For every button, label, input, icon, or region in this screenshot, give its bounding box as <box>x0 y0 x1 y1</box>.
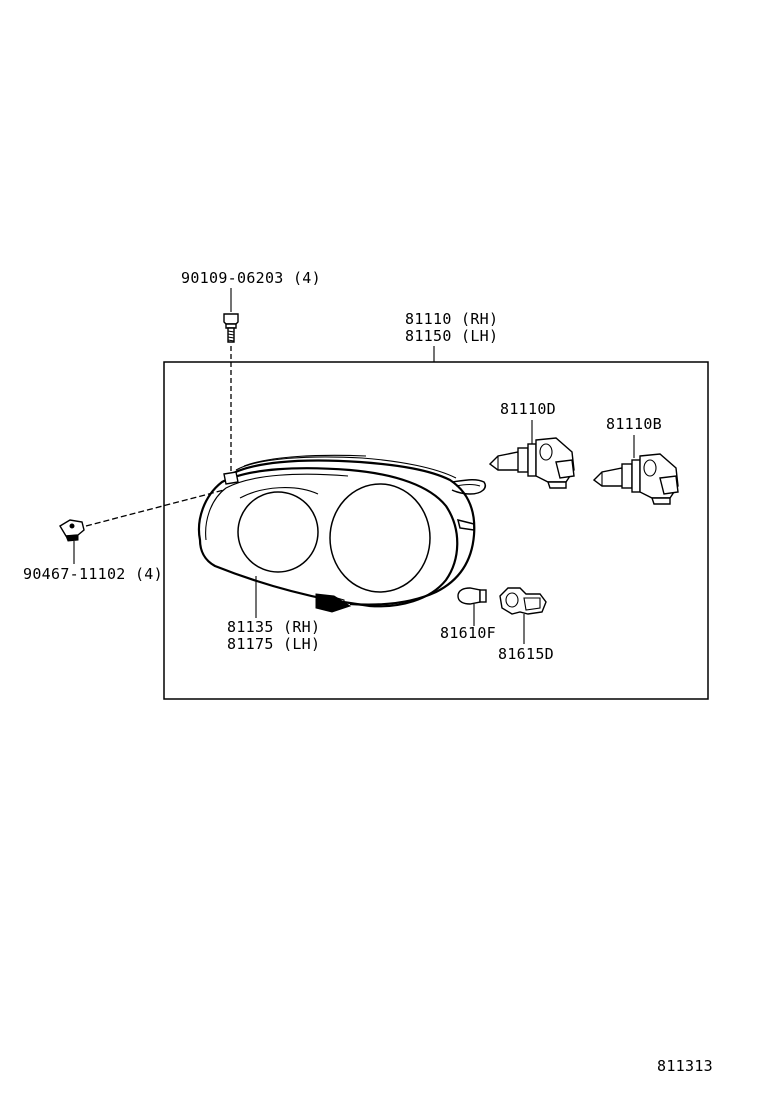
bulb-d-part <box>488 420 575 489</box>
socket-part <box>499 587 547 644</box>
nut-part <box>59 489 225 564</box>
small-bulb-label: 81610F <box>440 624 496 642</box>
assembly-frame <box>163 361 709 700</box>
headlamp-housing <box>197 454 486 613</box>
bolt-label: 90109-06203 (4) <box>181 269 321 287</box>
headlamp-unit-rh-label: 81110 (RH) <box>405 310 499 328</box>
lens-rh-label: 81135 (RH) <box>227 618 321 636</box>
lens-lh-label: 81175 (LH) <box>227 635 321 653</box>
bulb-d-label: 81110D <box>500 400 556 418</box>
bulb-b-part <box>592 435 679 505</box>
headlamp-unit-lh-label: 81150 (LH) <box>405 327 499 345</box>
nut-dashed-path <box>85 489 225 527</box>
nut-label: 90467-11102 (4) <box>23 565 163 583</box>
figure-number: 811313 <box>657 1057 713 1075</box>
small-bulb-part <box>457 587 487 626</box>
socket-label: 81615D <box>498 645 554 663</box>
bolt-part <box>223 288 239 472</box>
bulb-b-label: 81110B <box>606 415 662 433</box>
